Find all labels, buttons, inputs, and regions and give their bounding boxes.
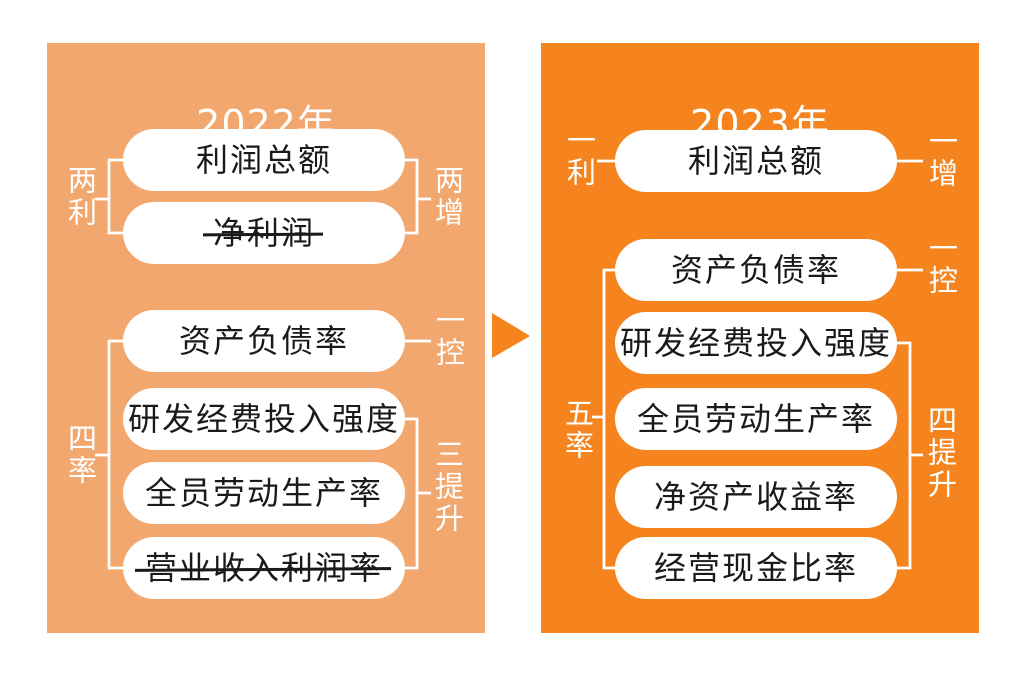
label-one-increase: 一增 — [924, 126, 959, 190]
metric-label: 营业收入利润率 — [144, 549, 383, 587]
label-four-ratios: 四率 — [63, 423, 98, 487]
box-total-profit-2023: 利润总额 — [615, 130, 897, 192]
box-asset-liability-ratio-2023: 资产负债率 — [615, 239, 897, 301]
metric-label: 资产负债率 — [178, 322, 349, 360]
label-one-profit: 一利 — [562, 125, 597, 189]
metric-label: 研发经费投入强度 — [127, 400, 400, 438]
box-total-profit-2022: 利润总额 — [123, 129, 405, 191]
label-three-improvements: 三提升 — [430, 439, 465, 535]
metric-label: 利润总额 — [687, 142, 824, 180]
metric-label: 利润总额 — [195, 141, 332, 179]
label-two-profits: 两利 — [63, 165, 98, 229]
box-operating-margin-2022: 营业收入利润率 — [123, 537, 405, 599]
box-operating-cash-ratio-2023: 经营现金比率 — [615, 537, 897, 599]
metric-label: 净利润 — [212, 214, 315, 252]
arrow-right-icon — [492, 313, 530, 358]
box-labor-productivity-2023: 全员劳动生产率 — [615, 388, 897, 450]
metric-label: 全员劳动生产率 — [144, 474, 383, 512]
label-four-improvements: 四提升 — [923, 405, 958, 501]
box-labor-productivity-2022: 全员劳动生产率 — [123, 462, 405, 524]
label-one-control-2023: 一控 — [924, 233, 959, 297]
metric-label: 净资产收益率 — [653, 478, 858, 516]
label-five-ratios: 五率 — [560, 398, 595, 462]
metric-label: 研发经费投入强度 — [619, 324, 892, 362]
label-one-control-2022: 一控 — [431, 305, 466, 369]
box-rd-spending-intensity-2023: 研发经费投入强度 — [615, 312, 897, 374]
box-rd-spending-intensity-2022: 研发经费投入强度 — [123, 388, 405, 450]
metric-label: 资产负债率 — [670, 251, 841, 289]
box-net-profit-2022: 净利润 — [123, 202, 405, 264]
metric-label: 经营现金比率 — [653, 549, 858, 587]
box-asset-liability-ratio-2022: 资产负债率 — [123, 310, 405, 372]
metric-label: 全员劳动生产率 — [636, 400, 875, 438]
box-return-on-equity-2023: 净资产收益率 — [615, 466, 897, 528]
label-two-increases: 两增 — [430, 165, 465, 229]
